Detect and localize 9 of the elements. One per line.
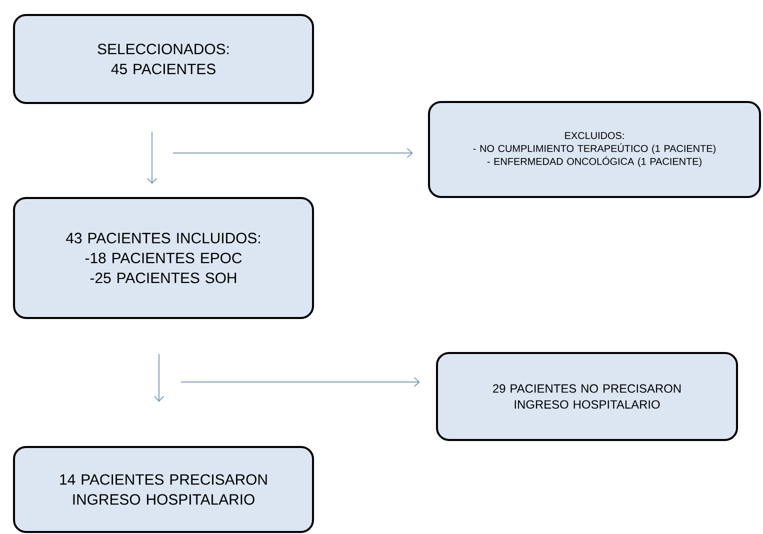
arrow bbox=[147, 132, 157, 184]
process-box: SELECCIONADOS: 45 PACIENTES bbox=[13, 14, 314, 104]
process-box: 43 PACIENTES INCLUIDOS: -18 PACIENTES EPOC -25 PACIENTES SOH bbox=[13, 196, 314, 319]
arrow bbox=[180, 376, 420, 387]
side-box: 29 PACIENTES NO PRECISARON INGRESO HOSPITALARIO bbox=[436, 352, 738, 441]
arrow bbox=[172, 148, 413, 158]
process-box: 14 PACIENTES PRECISARON INGRESO HOSPITALARIO bbox=[13, 446, 314, 533]
arrow bbox=[154, 354, 164, 402]
side-box: EXCLUIDOS: - NO CUMPLIMIENTO TERAPEÚTICO (1 PACIENTE) - ENFERMEDAD ONCOLÓGICA (1 PACIENTE) bbox=[428, 100, 761, 198]
